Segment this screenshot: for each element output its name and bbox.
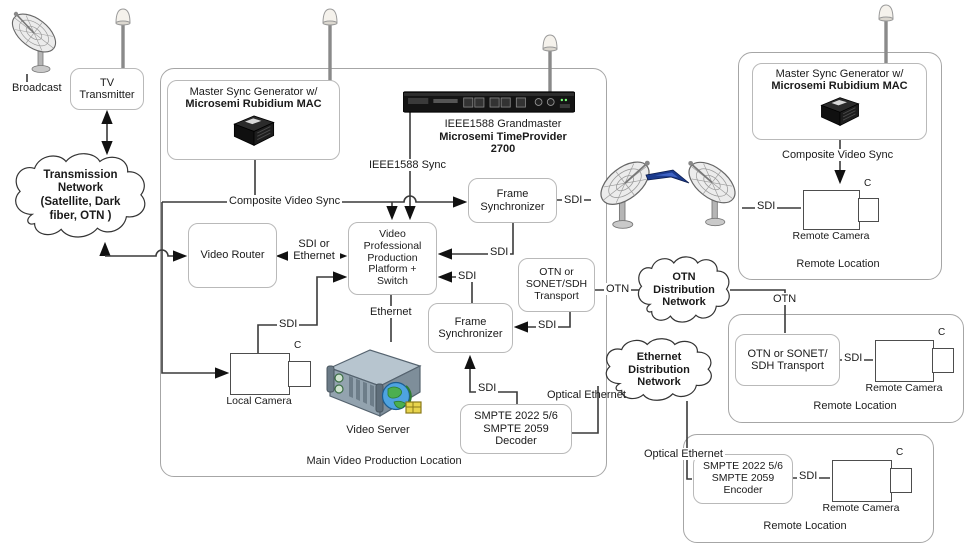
remote-location-1-container xyxy=(738,52,942,280)
remote-camera-2-lens xyxy=(932,348,954,373)
remote-camera-3-c-label: C xyxy=(896,447,904,458)
satellite-dish-right-icon xyxy=(680,150,744,230)
sdi-or-ethernet-label: SDI or Ethernet xyxy=(288,238,340,263)
remote-camera-1-body xyxy=(803,190,860,230)
local-camera-body xyxy=(230,353,290,395)
smpte-encoder-box: SMPTE 2022 5/6 SMPTE 2059 Encoder xyxy=(693,454,793,504)
remote-camera-1-lens xyxy=(858,198,879,222)
remote-camera-3-label: Remote Camera xyxy=(822,502,900,514)
local-camera-c-label: C xyxy=(294,340,302,351)
master-sync-2-product: Microsemi Rubidium MAC xyxy=(771,80,908,93)
optical-ethernet-label-main: Optical Ethernet xyxy=(547,389,626,401)
broadcast-dish-icon xyxy=(6,6,66,76)
frame-synchronizer-2-box: Frame Synchronizer xyxy=(428,303,513,353)
grandmaster-model: 2700 xyxy=(490,143,516,156)
master-sync-generator-1-box: Master Sync Generator w/ Microsemi Rubid… xyxy=(167,80,340,160)
master-sync-2-title: Master Sync Generator w/ xyxy=(775,68,904,80)
sdi-label-fs1-platform: SDI xyxy=(488,246,511,259)
sdi-label-decoder-fs2: SDI xyxy=(476,382,499,395)
grandmaster-rack-icon xyxy=(402,89,576,115)
satellite-dish-left-icon xyxy=(590,152,660,230)
rubidium-module-icon xyxy=(232,115,275,146)
remote-camera-3-body xyxy=(832,460,892,502)
remote-location-2-label: Remote Location xyxy=(813,400,897,412)
remote-camera-1-c-label: C xyxy=(864,178,872,189)
production-platform-box: Video Professional Production Platform +… xyxy=(348,222,437,295)
sdi-label-otn-fs2: SDI xyxy=(536,319,559,332)
grandmaster-product: Microsemi TimeProvider xyxy=(439,130,567,143)
remote-camera-1-label: Remote Camera xyxy=(792,230,870,242)
ethernet-label: Ethernet xyxy=(368,306,414,319)
optical-ethernet-label-remote: Optical Ethernet xyxy=(642,448,725,461)
otn-label-left: OTN xyxy=(604,283,632,296)
video-router-box: Video Router xyxy=(188,223,277,288)
gps-antenna-icon xyxy=(540,32,560,52)
sdi-label-remote3: SDI xyxy=(797,470,820,483)
otn-transport-main-box: OTN or SONET/SDH Transport xyxy=(518,258,595,312)
ethernet-distribution-label: Ethernet Distribution Network xyxy=(628,350,690,389)
frame-synchronizer-1-box: Frame Synchronizer xyxy=(468,178,557,223)
smpte-decoder-box: SMPTE 2022 5/6 SMPTE 2059 Decoder xyxy=(460,404,572,454)
otn-distribution-label: OTN Distribution Network xyxy=(653,270,715,309)
remote-camera-3-lens xyxy=(890,468,912,493)
composite-video-sync-label-remote: Composite Video Sync xyxy=(780,149,896,162)
sdi-label-remote1: SDI xyxy=(755,200,778,213)
remote-camera-2-c-label: C xyxy=(938,327,946,338)
broadcast-label: Broadcast xyxy=(12,82,62,94)
sdi-label-fs1-out: SDI xyxy=(562,194,585,207)
cloud-shape xyxy=(8,150,153,242)
otn-label-right: OTN xyxy=(771,293,799,306)
otn-transport-remote-box: OTN or SONET/ SDH Transport xyxy=(735,334,840,386)
gps-antenna-icon xyxy=(113,6,133,26)
gps-antenna-icon xyxy=(320,6,340,26)
remote-location-3-label: Remote Location xyxy=(763,520,847,532)
satellite-link-arrow-icon xyxy=(645,169,690,189)
cloud-shape xyxy=(633,254,735,326)
otn-distribution-cloud: OTN Distribution Network xyxy=(633,254,735,326)
remote-location-1-label: Remote Location xyxy=(796,258,880,270)
master-sync-generator-2-box: Master Sync Generator w/ Microsemi Rubid… xyxy=(752,63,927,140)
gps-antenna-icon xyxy=(876,2,896,22)
cloud-shape xyxy=(600,336,718,404)
local-camera-label: Local Camera xyxy=(226,395,292,407)
remote-camera-2-label: Remote Camera xyxy=(865,382,943,394)
video-server-label: Video Server xyxy=(346,424,410,436)
remote-location-2-container xyxy=(728,314,964,423)
composite-video-sync-label-main: Composite Video Sync xyxy=(227,195,343,208)
transmission-network-cloud: Transmission Network (Satellite, Dark fi… xyxy=(8,150,153,242)
tv-transmitter-box: TV Transmitter xyxy=(70,68,144,110)
video-server-icon xyxy=(322,340,427,422)
grandmaster-title: IEEE1588 Grandmaster xyxy=(444,118,562,130)
master-sync-1-product: Microsemi Rubidium MAC xyxy=(185,98,322,111)
remote-camera-2-body xyxy=(875,340,934,382)
sdi-label-camera-platform: SDI xyxy=(277,318,300,331)
ethernet-distribution-cloud: Ethernet Distribution Network xyxy=(600,336,718,404)
transmission-network-label: Transmission Network (Satellite, Dark fi… xyxy=(40,168,121,222)
local-camera-lens xyxy=(288,361,311,387)
master-sync-1-title: Master Sync Generator w/ xyxy=(189,86,318,98)
sdi-label-remote2: SDI xyxy=(842,352,865,365)
grandmaster-text: IEEE1588 Grandmaster Microsemi TimeProvi… xyxy=(418,118,588,156)
sdi-label-fs2-platform: SDI xyxy=(456,270,479,283)
main-production-location-container xyxy=(160,68,607,477)
rubidium-module-icon xyxy=(819,97,860,126)
main-location-label: Main Video Production Location xyxy=(306,455,462,467)
ieee1588-sync-label: IEEE1588 Sync xyxy=(367,159,449,172)
